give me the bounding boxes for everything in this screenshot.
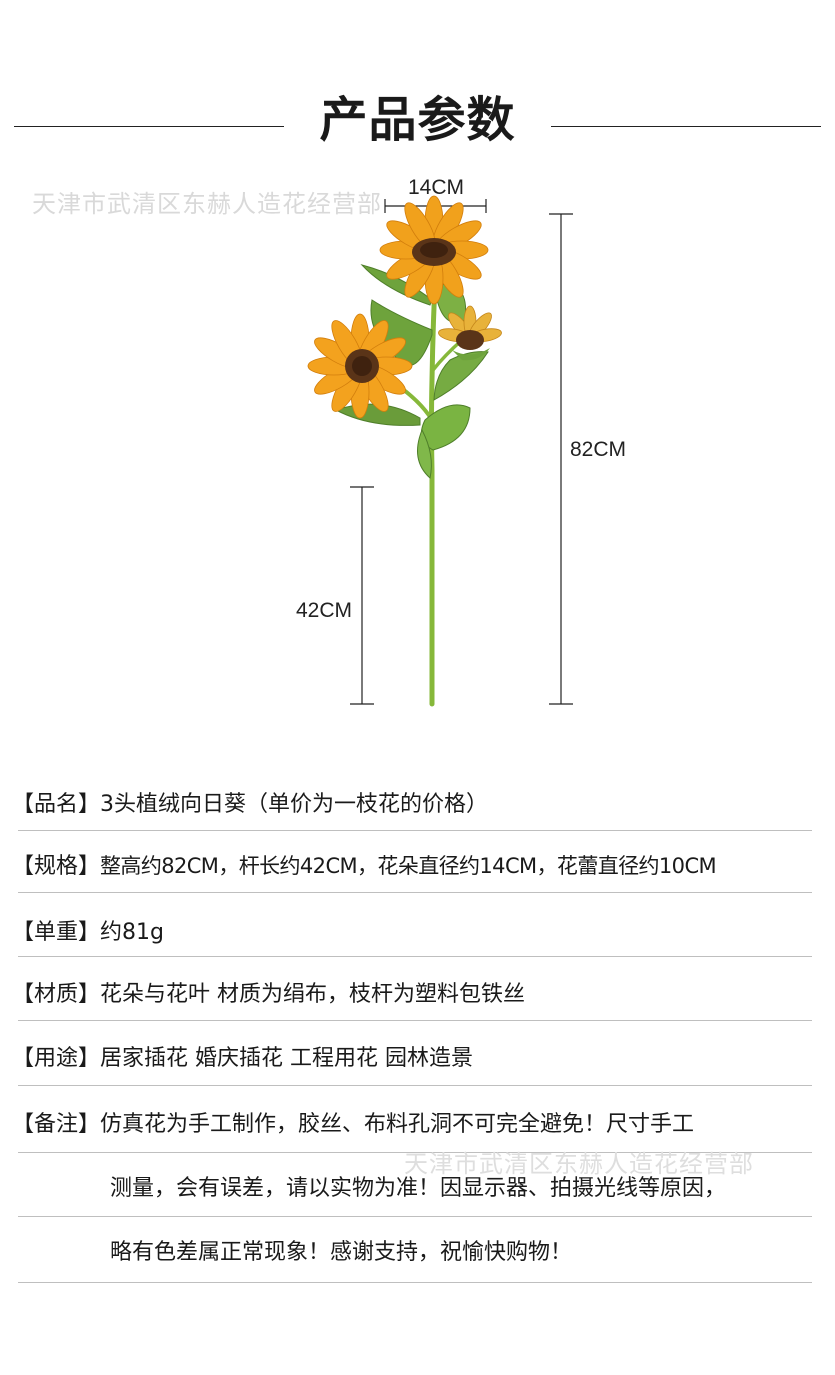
spec-label: 【备注】 <box>12 1112 101 1137</box>
notes-continued-line: 略有色差属正常现象！感谢支持，祝愉快购物！ <box>110 1240 573 1265</box>
spec-label: 【单重】 <box>12 920 101 945</box>
divider <box>18 956 812 957</box>
spec-label: 【规格】 <box>12 854 101 879</box>
spec-row-name: 【品名】3头植绒向日葵（单价为一枝花的价格） <box>12 786 488 818</box>
spec-row-notes: 【备注】 仿真花为手工制作，胶丝、布料孔洞不可完全避免！尺寸手工 <box>12 1106 694 1138</box>
spec-row-usage: 【用途】 居家插花 婚庆插花 工程用花 园林造景 <box>12 1040 473 1072</box>
divider <box>18 830 812 831</box>
spec-value: 3头植绒向日葵（单价为一枝花的价格） <box>100 792 489 817</box>
spec-label: 【品名】 <box>12 792 101 817</box>
total-height-label: 82CM <box>570 438 627 461</box>
spec-value: 花朵与花叶 材质为绢布，枝杆为塑料包铁丝 <box>100 982 526 1007</box>
page-title: 产品参数 <box>319 92 516 148</box>
stem-length-label: 42CM <box>296 599 353 622</box>
spec-label: 【材质】 <box>12 982 101 1007</box>
spec-row-size: 【规格】整高约82CM，杆长约42CM，花朵直径约14CM，花蕾直径约10CM <box>12 848 717 880</box>
divider <box>18 1282 812 1283</box>
spec-value: 居家插花 婚庆插花 工程用花 园林造景 <box>100 1046 473 1071</box>
product-image <box>307 195 573 707</box>
watermark: 天津市武清区东赫人造花经营部 <box>404 1150 754 1178</box>
spec-row-material: 【材质】花朵与花叶 材质为绢布，枝杆为塑料包铁丝 <box>12 976 525 1008</box>
stem-length-dimension <box>350 486 374 705</box>
title-divider-right <box>551 126 821 127</box>
notes-continued-line: 测量，会有误差，请以实物为准！因显示器、拍摄光线等原因， <box>110 1176 727 1201</box>
spec-label: 【用途】 <box>12 1046 101 1071</box>
title-divider-left <box>14 126 284 127</box>
total-height-dimension <box>549 213 573 705</box>
spec-value: 约81g <box>100 920 164 945</box>
sunflower-head-left <box>307 313 413 419</box>
divider <box>18 1020 812 1021</box>
sunflower-bud <box>438 305 502 361</box>
divider <box>18 892 812 893</box>
divider <box>18 1152 812 1153</box>
divider <box>18 1216 812 1217</box>
spec-value: 整高约82CM，杆长约42CM，花朵直径约14CM，花蕾直径约10CM <box>100 854 717 878</box>
spec-row-weight: 【单重】 约81g <box>12 914 164 946</box>
flower-width-label: 14CM <box>408 176 465 199</box>
sunflower-head-top <box>379 195 489 305</box>
divider <box>18 1085 812 1086</box>
watermark: 天津市武清区东赫人造花经营部 <box>32 190 382 218</box>
spec-value: 仿真花为手工制作，胶丝、布料孔洞不可完全避免！尺寸手工 <box>100 1112 695 1137</box>
